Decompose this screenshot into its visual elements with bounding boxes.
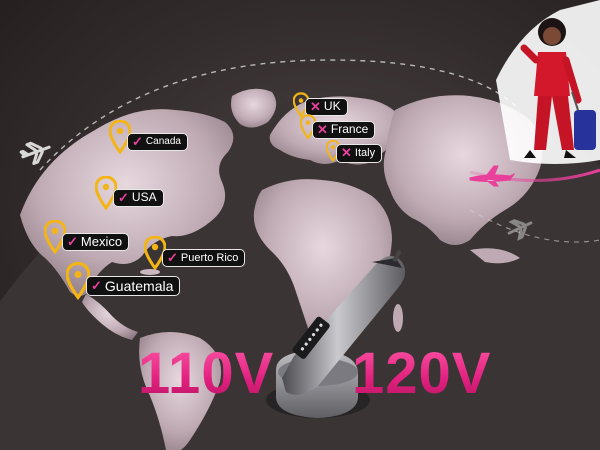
- country-badge: ✕ UK: [305, 97, 348, 117]
- location-pin-icon: [95, 176, 117, 210]
- traveler-woman-figure: [496, 0, 600, 164]
- location-pin-icon: [66, 262, 90, 300]
- checkmark-icon: ✓: [132, 133, 143, 149]
- country-label: Canada: [145, 136, 181, 148]
- location-tag-usa: ✓ USA: [95, 176, 164, 210]
- country-label: USA: [131, 190, 157, 205]
- flight-path-dashed-right: [469, 209, 600, 243]
- location-tag-italy: ✕ Italy: [326, 140, 383, 163]
- checkmark-icon: ✓: [167, 249, 178, 265]
- location-tag-uk: ✕ UK: [293, 92, 348, 118]
- south-america-landmass: [139, 332, 221, 450]
- country-label: France: [330, 122, 369, 137]
- country-badge: ✓ Guatemala: [86, 275, 181, 297]
- country-badge: ✓ Canada: [127, 132, 188, 152]
- country-label: Puerto Rico: [180, 251, 239, 264]
- location-tag-mexico: ✓ Mexico: [44, 220, 130, 254]
- location-tag-canada: ✓ Canada: [109, 120, 188, 154]
- voltage-label-right: 120V: [352, 341, 492, 406]
- voltage-label-left: 110V: [138, 341, 275, 406]
- caribbean-islands: [140, 269, 160, 275]
- airplane-icon-faint: [507, 219, 533, 241]
- country-badge: ✓ Puerto Rico: [162, 248, 246, 268]
- country-label: UK: [323, 99, 341, 114]
- cross-icon: ✕: [310, 98, 321, 114]
- country-badge: ✓ Mexico: [62, 232, 130, 252]
- device-display-panel: [292, 316, 330, 359]
- location-pin-icon: [109, 120, 131, 154]
- southeast-asia-islands: [470, 248, 520, 264]
- airplane-icon: [19, 141, 51, 165]
- greenland-landmass: [231, 88, 277, 128]
- flight-path-dashed: [39, 59, 521, 171]
- location-pin-icon: [144, 236, 166, 270]
- cross-icon: ✕: [341, 145, 352, 160]
- central-america-landmass: [82, 294, 138, 340]
- checkmark-icon: ✓: [118, 189, 129, 205]
- madagascar-landmass: [393, 304, 403, 332]
- location-pin-icon: [300, 114, 316, 140]
- location-tag-france: ✕ France: [300, 114, 376, 140]
- asia-landmass: [383, 95, 543, 245]
- checkmark-icon: ✓: [91, 277, 102, 293]
- location-pin-icon: [44, 220, 66, 254]
- product-device: [266, 249, 406, 418]
- checkmark-icon: ✓: [67, 233, 78, 249]
- location-pin-icon: [293, 92, 309, 118]
- location-tag-guatemala: ✓ Guatemala: [66, 262, 181, 300]
- country-label: Guatemala: [104, 277, 174, 294]
- country-badge: ✕ France: [312, 120, 376, 140]
- location-tag-puerto-rico: ✓ Puerto Rico: [144, 236, 246, 270]
- country-badge: ✓ USA: [113, 188, 164, 208]
- device-body: [282, 256, 406, 395]
- country-label: Italy: [354, 147, 376, 160]
- country-label: Mexico: [80, 233, 123, 249]
- pink-airplane-icon: [469, 165, 516, 187]
- cross-icon: ✕: [317, 121, 328, 137]
- country-badge: ✕ Italy: [336, 144, 383, 163]
